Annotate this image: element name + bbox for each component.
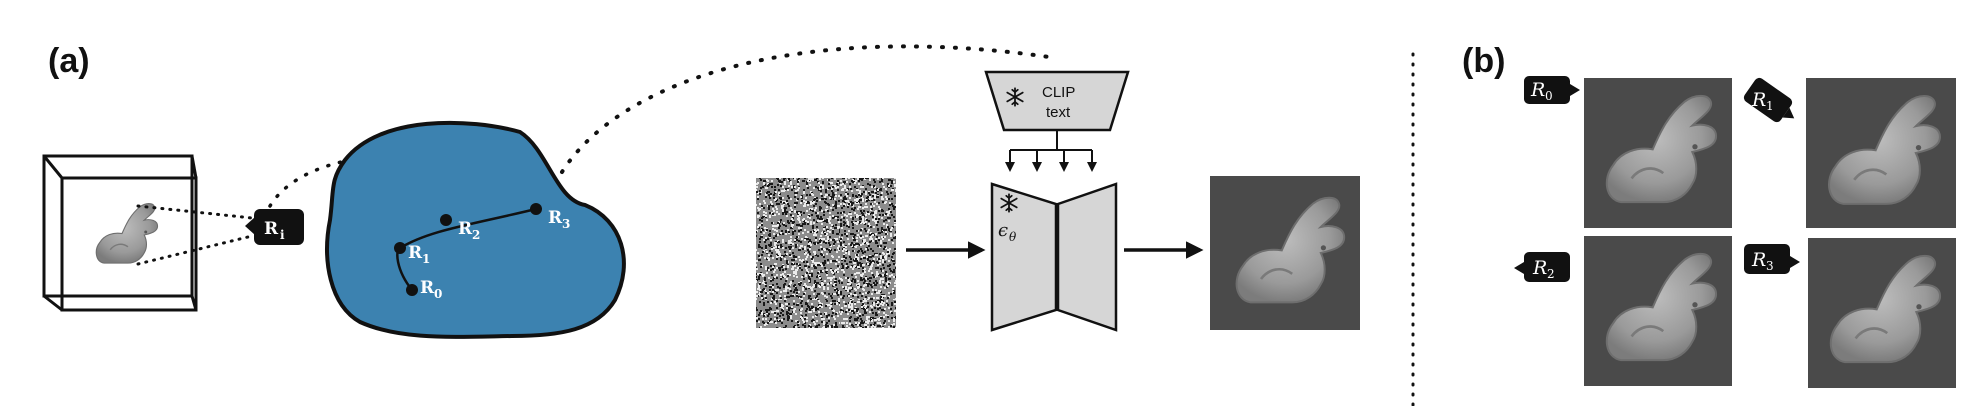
unet-symbol: ϵ	[998, 220, 1008, 241]
view-label-r0: R	[1530, 79, 1545, 101]
view-label-r2: R	[1532, 257, 1547, 279]
unet-denoiser	[990, 182, 1118, 332]
bunny-thumbnail-icon	[95, 202, 159, 264]
camera-label-sub: i	[280, 228, 285, 242]
pose-point-r3	[530, 203, 542, 215]
view-rays	[136, 204, 254, 266]
pose-point-r1	[394, 242, 406, 254]
camera-icon	[245, 209, 304, 245]
pose-label-r3-sub: 3	[562, 217, 570, 231]
panel-label-b: (b)	[1462, 42, 1505, 80]
pose-label-r2-sub: 2	[472, 228, 480, 242]
panel-label-a: (a)	[48, 42, 90, 80]
noise-image	[756, 178, 896, 328]
pose-label-r0-sub: 0	[434, 287, 442, 301]
pose-manifold	[325, 120, 626, 339]
view-label-r1-sub: 1	[1766, 99, 1774, 113]
view-camera-r1-icon	[1743, 77, 1795, 123]
view-label-r3-sub: 3	[1766, 259, 1774, 273]
pose-point-r2	[440, 214, 452, 226]
conditioning-arc	[560, 44, 1058, 174]
view-label-r0-sub: 0	[1545, 89, 1553, 103]
pose-label-r1-sub: 1	[422, 252, 430, 266]
view-camera-r2-icon	[1514, 252, 1570, 282]
view-label-r1: R	[1751, 89, 1766, 111]
pose-label-r1: R	[408, 243, 423, 263]
clip-label-line2: text	[1046, 104, 1071, 121]
clip-label-line1: CLIP	[1042, 84, 1075, 101]
pose-point-r0	[406, 284, 418, 296]
unet-symbol-sub: θ	[1009, 230, 1017, 244]
pose-label-r3: R	[548, 208, 563, 228]
view-camera-r3-icon	[1744, 244, 1800, 274]
view-label-r2-sub: 2	[1547, 267, 1555, 281]
wireframe-cube	[42, 154, 198, 312]
view-label-r3: R	[1751, 249, 1766, 271]
clip-to-unet-arrows	[1005, 130, 1097, 172]
view-camera-r0-icon	[1524, 76, 1580, 104]
clip-encoder	[984, 70, 1130, 132]
camera-label: R	[264, 219, 279, 239]
pose-label-r2: R	[458, 219, 473, 239]
pose-trajectory	[396, 207, 537, 291]
pose-label-r0: R	[420, 278, 435, 298]
